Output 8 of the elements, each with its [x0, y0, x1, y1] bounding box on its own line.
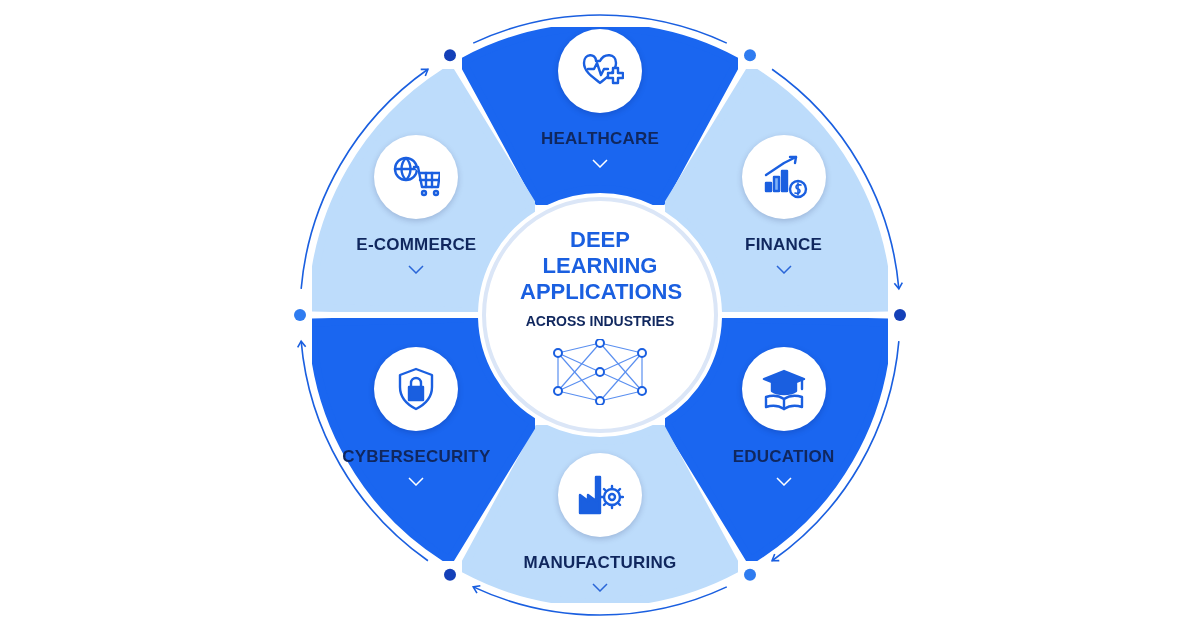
segment-title: FINANCE: [745, 235, 823, 255]
center-subtitle: ACROSS INDUSTRIES: [524, 313, 676, 329]
center-title: DEEP LEARNING APPLICATIONS: [520, 227, 680, 305]
segment-title: EDUCATION: [732, 447, 835, 467]
segment-title: E-COMMERCE: [356, 235, 477, 255]
segment-title: MANUFACTURING: [523, 553, 677, 573]
segment-title: CYBERSECURITY: [342, 447, 491, 467]
segment-title: HEALTHCARE: [541, 129, 659, 149]
